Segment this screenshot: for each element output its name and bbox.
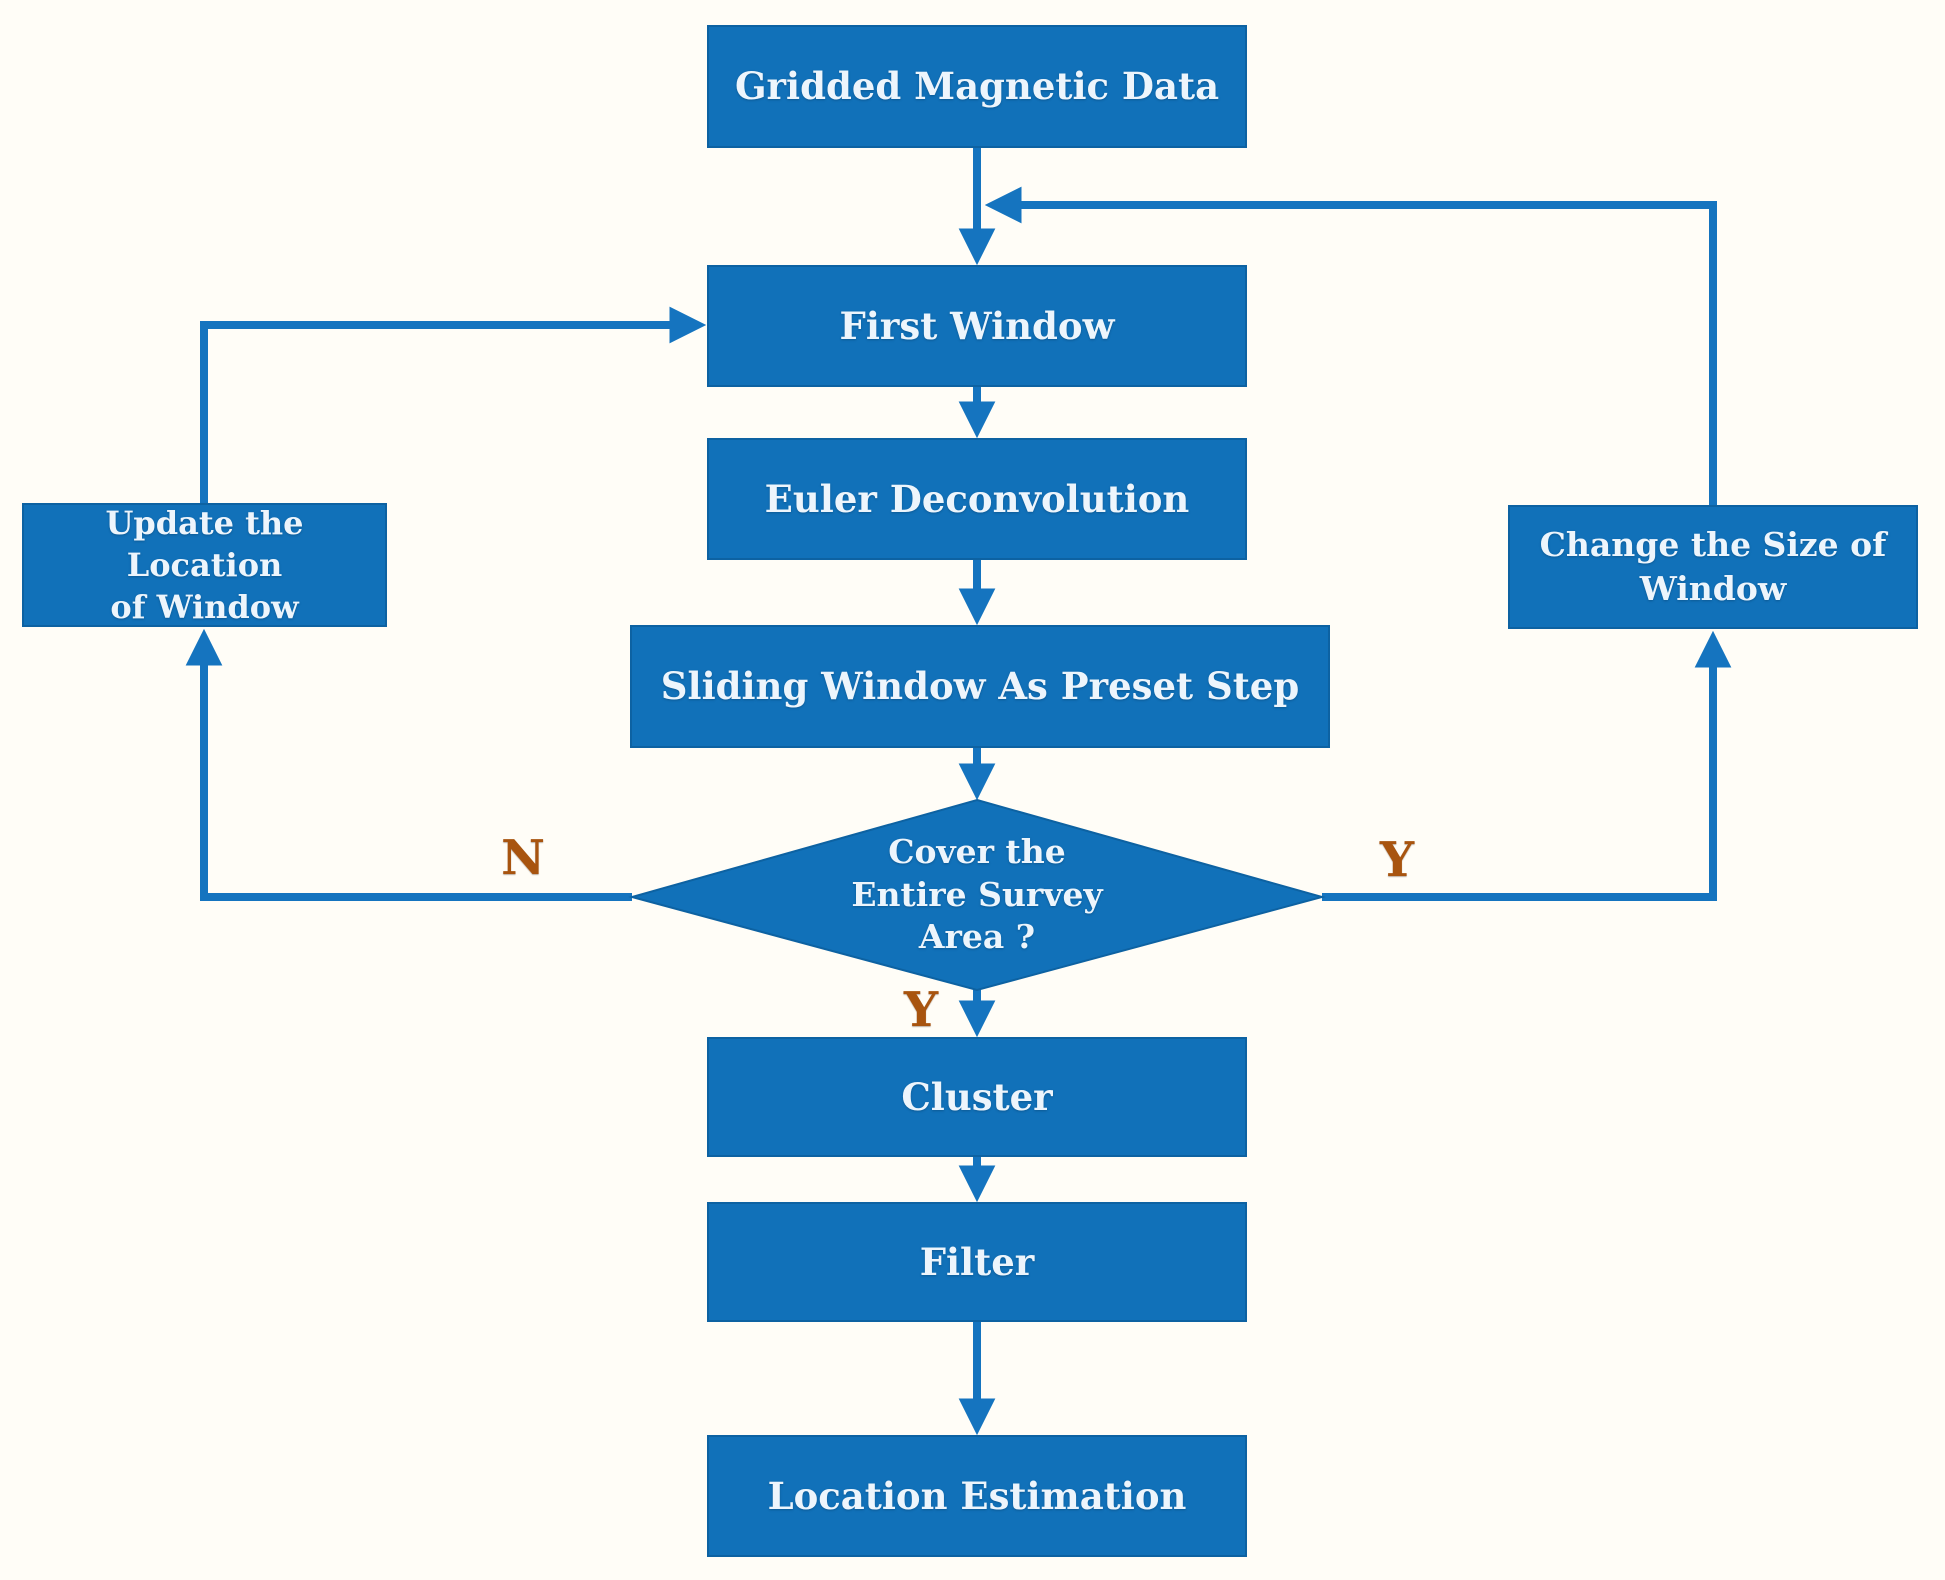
node-euler-deconvolution: Euler Deconvolution bbox=[707, 438, 1247, 560]
feedback-update-location-to-first-window bbox=[200, 306, 707, 503]
node-first-window: First Window bbox=[707, 265, 1247, 387]
node-decision-cover-entire-survey-area: Cover the Entire Survey Area ? bbox=[851, 831, 1103, 957]
node-change-the-size-of-window: Change the Size of Window bbox=[1508, 505, 1918, 629]
feedback-change-size-to-input-arrow bbox=[984, 186, 1717, 505]
decision-diamond-shape bbox=[628, 798, 1326, 992]
edge-label-yes-down: Y bbox=[903, 982, 939, 1038]
edge-label-yes-right: Y bbox=[1379, 832, 1415, 888]
feedback-no-to-update-location-box bbox=[185, 628, 632, 901]
node-location-estimation: Location Estimation bbox=[707, 1435, 1247, 1557]
node-cluster: Cluster bbox=[707, 1037, 1247, 1157]
feedback-yes-to-change-size-box bbox=[1322, 630, 1732, 901]
node-update-the-location-of-window: Update the Location of Window bbox=[22, 503, 387, 627]
node-sliding-window-as-preset-step: Sliding Window As Preset Step bbox=[630, 625, 1330, 748]
node-filter: Filter bbox=[707, 1202, 1247, 1322]
node-gridded-magnetic-data: Gridded Magnetic Data bbox=[707, 25, 1247, 148]
edge-label-no: N bbox=[501, 830, 545, 886]
